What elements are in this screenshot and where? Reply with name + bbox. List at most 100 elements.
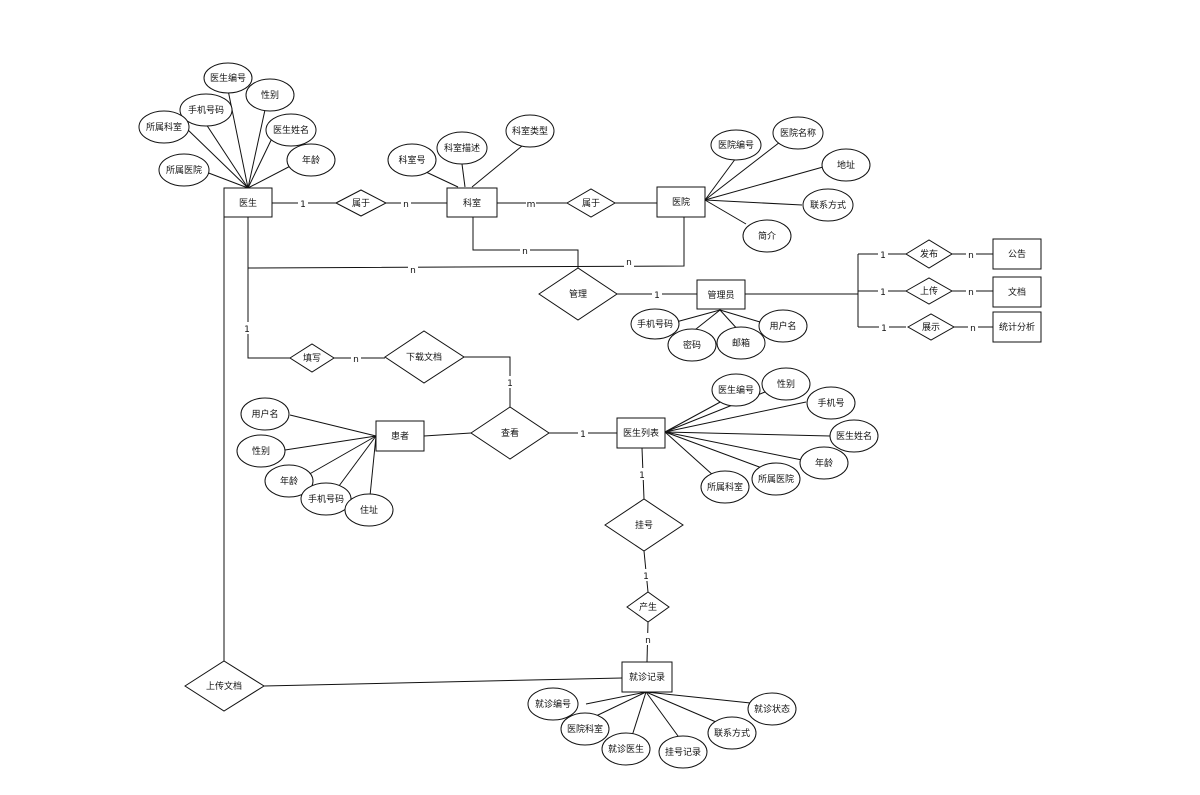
card-admin-show: 1 [879, 321, 889, 334]
attr-doctor-name-label: 医生姓名 [273, 124, 309, 136]
card-publish-notice: n [966, 248, 976, 261]
attr-doctor-name: 医生姓名 [265, 113, 317, 147]
entity-document: 文档 [992, 276, 1042, 308]
attr-visit-dept-label: 医院科室 [567, 723, 603, 735]
attr-admin-username-label: 用户名 [769, 320, 796, 332]
card-dept-manage-label: n [522, 247, 528, 257]
rel-manage-label: 管理 [569, 288, 587, 300]
attr-dl-name: 医生姓名 [829, 419, 879, 453]
card-fill-download-label: n [353, 355, 359, 365]
entity-hospital: 医院 [656, 186, 706, 218]
attr-hospital-intro-label: 简介 [758, 230, 776, 242]
card-produce-visit-label: n [645, 636, 651, 646]
card-belongs-dept-label: n [403, 200, 409, 210]
attr-doctor-hospital-label: 所属医院 [166, 164, 202, 176]
rel-belongs-dept-label: 属于 [352, 198, 370, 209]
card-admin-publish-label: 1 [880, 251, 886, 261]
card-admin-publish: 1 [878, 248, 888, 261]
connectors [185, 89, 993, 737]
entity-doctor-label: 医生 [239, 197, 257, 209]
attr-visit-status-label: 就诊状态 [754, 703, 790, 715]
rel-register-label: 挂号 [635, 519, 653, 531]
attr-hospital-contact: 联系方式 [802, 188, 854, 222]
card-upload-document-label: n [968, 288, 974, 298]
attr-doctor-age: 年龄 [286, 143, 336, 177]
card-dept-belongs-label: m [527, 200, 536, 210]
attr-hospital-address: 地址 [821, 148, 871, 182]
entity-doctor: 医生 [223, 187, 273, 218]
rel-fill: 填写 [289, 343, 335, 373]
attr-dl-phone: 手机号 [806, 386, 856, 420]
rel-upload-label: 上传 [920, 285, 938, 297]
card-doctor-fill-label: 1 [244, 325, 250, 335]
cardinalities: 1 n m n n n 1 1 n 1 n 1 n 1 n 1 1 1 1 n [242, 197, 978, 646]
attr-patient-phone-label: 手机号码 [308, 493, 344, 505]
card-publish-notice-label: n [968, 251, 974, 261]
entity-stats: 统计分析 [992, 311, 1042, 343]
attr-doctor-gender: 性别 [245, 78, 295, 112]
entity-doctor-list-label: 医生列表 [623, 427, 659, 439]
card-manage-admin-label: 1 [654, 291, 660, 301]
attr-hospital-intro: 简介 [742, 219, 792, 253]
attr-admin-phone: 手机号码 [630, 308, 680, 340]
attr-patient-username-label: 用户名 [251, 408, 278, 420]
attr-doctor-dept-label: 所属科室 [146, 121, 182, 133]
entity-patient: 患者 [375, 420, 425, 452]
attributes: 医生编号 性别 手机号码 所属科室 医生姓名 年龄 所属医院 科室号 科室描述 … [138, 62, 879, 769]
attr-doctor-dept: 所属科室 [138, 110, 190, 144]
card-belongs-dept: n [401, 197, 411, 210]
entity-hospital-label: 医院 [672, 196, 690, 208]
attr-doctor-phone-label: 手机号码 [188, 104, 224, 116]
attr-patient-address-label: 住址 [360, 504, 378, 516]
entity-visit-record: 就诊记录 [621, 661, 673, 693]
attr-dl-gender-label: 性别 [777, 378, 795, 390]
rel-produce: 产生 [626, 591, 670, 623]
attr-dl-hospital: 所属医院 [751, 462, 801, 496]
entity-notice-label: 公告 [1008, 248, 1026, 260]
card-hospital-manage: n [624, 255, 634, 268]
attr-dl-gender: 性别 [761, 367, 811, 401]
rel-publish-label: 发布 [920, 248, 938, 260]
card-doctor-list-register: 1 [637, 468, 647, 481]
rel-upload: 上传 [904, 277, 954, 305]
attr-admin-phone-label: 手机号码 [637, 318, 673, 330]
attr-hospital-id-label: 医院编号 [718, 139, 754, 151]
attr-dept-no-label: 科室号 [398, 154, 425, 166]
card-download-view-label: 1 [507, 379, 513, 389]
card-produce-visit: n [643, 633, 653, 646]
rel-upload-doc: 上传文档 [184, 660, 265, 712]
card-view-doctor-list: 1 [578, 427, 588, 440]
rel-view: 查看 [470, 406, 550, 460]
attr-dl-hospital-label: 所属医院 [758, 473, 794, 485]
attr-patient-username: 用户名 [240, 397, 290, 431]
entity-admin-label: 管理员 [707, 289, 734, 301]
rel-produce-label: 产生 [639, 601, 657, 613]
attr-visit-id-label: 就诊编号 [535, 698, 571, 710]
card-admin-upload: 1 [878, 285, 888, 298]
attr-doctor-id: 医生编号 [203, 62, 253, 94]
attr-dl-age-label: 年龄 [815, 457, 833, 469]
attr-patient-gender-label: 性别 [252, 445, 270, 457]
entity-patient-label: 患者 [391, 430, 409, 442]
attr-dept-type: 科室类型 [505, 114, 555, 148]
attr-visit-registration-label: 挂号记录 [665, 746, 701, 758]
attr-doctor-phone: 手机号码 [179, 93, 233, 127]
rel-belongs-hospital: 属于 [566, 188, 616, 218]
rel-manage: 管理 [538, 267, 618, 321]
rel-show-label: 展示 [922, 322, 940, 333]
rel-upload-doc-label: 上传文档 [206, 680, 242, 692]
attr-admin-password-label: 密码 [683, 339, 701, 351]
attr-patient-gender: 性别 [236, 434, 286, 468]
card-show-stats-label: n [970, 324, 976, 334]
attr-doctor-id-label: 医生编号 [210, 72, 246, 84]
attr-visit-registration: 挂号记录 [658, 735, 708, 769]
attr-hospital-name-label: 医院名称 [780, 127, 816, 139]
attr-visit-id: 就诊编号 [527, 687, 579, 721]
card-show-stats: n [968, 321, 978, 334]
card-admin-show-label: 1 [881, 324, 887, 334]
attr-visit-doctor: 就诊医生 [601, 732, 651, 766]
rel-belongs-hospital-label: 属于 [582, 198, 600, 209]
attr-patient-age-label: 年龄 [280, 475, 298, 487]
entity-doctor-list: 医生列表 [616, 417, 666, 449]
attr-dept-no: 科室号 [387, 143, 437, 177]
